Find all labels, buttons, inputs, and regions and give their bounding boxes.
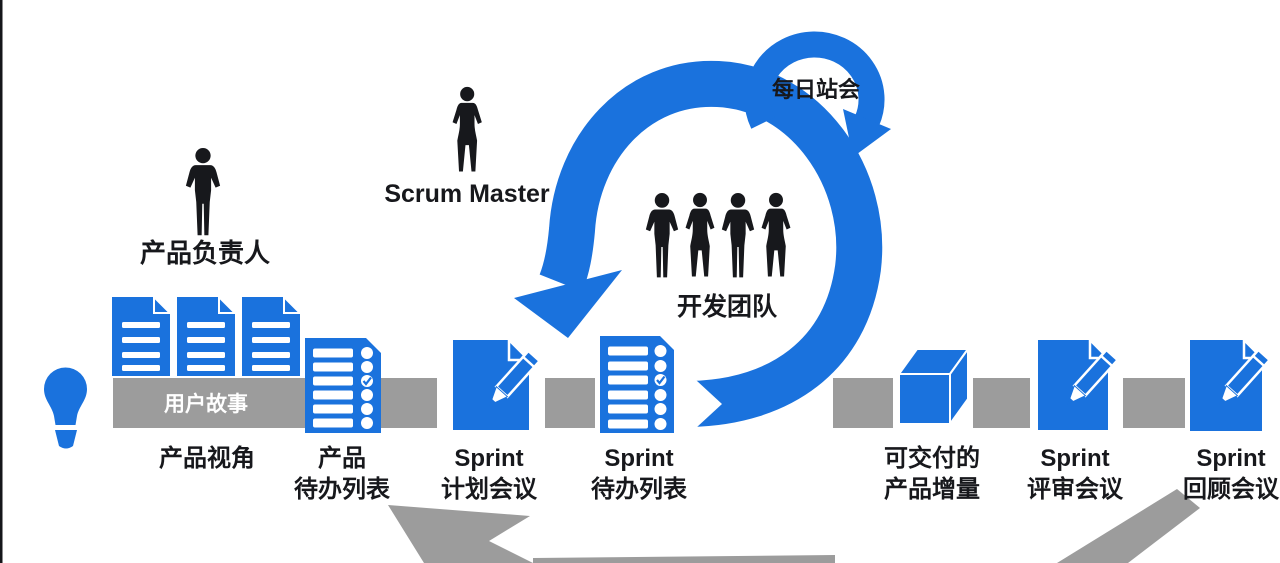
document-icon — [242, 294, 303, 376]
sprint-loop-tail-notch — [684, 369, 722, 439]
band-segment — [1123, 378, 1185, 428]
daily-loop-arrowhead — [843, 109, 891, 157]
dev-team-persons-icon — [645, 192, 791, 278]
stage-line: Sprint — [604, 445, 674, 472]
feedback-arrows — [388, 489, 1200, 563]
check-icon — [362, 376, 372, 386]
document-icon — [177, 294, 238, 376]
stage-line: 可交付的 — [884, 445, 980, 472]
document-icon — [112, 294, 173, 376]
stage-label-sprint-backlog: Sprint 待办列表 — [519, 443, 759, 505]
stage-line: 待办列表 — [591, 476, 687, 503]
stage-line: 产品视角 — [159, 445, 255, 472]
band-segment — [833, 378, 893, 428]
product-owner-person-icon — [185, 148, 221, 236]
stage-label-increment: 可交付的 产品增量 — [812, 443, 1052, 505]
gray-band-sliver — [533, 555, 835, 563]
band-segment-user-story — [113, 378, 437, 428]
process-band — [113, 378, 1185, 428]
sprint-planning-document-icon — [453, 336, 541, 430]
stage-line: Sprint — [454, 445, 524, 472]
stage-line: 计划会议 — [441, 476, 537, 503]
user-story-band-label: 用户故事 — [164, 393, 248, 416]
sprint-retro-document-icon — [1190, 336, 1271, 431]
stage-label-product-backlog: 产品 待办列表 — [222, 443, 462, 505]
page-left-border — [0, 0, 3, 563]
stage-label-sprint-retro: Sprint 回顾会议 — [1111, 443, 1280, 505]
gray-diagonal-arrow-icon — [1057, 489, 1200, 563]
sprint-review-document-icon — [1038, 336, 1119, 430]
sprint-loop-arrow-icon — [514, 60, 883, 439]
stage-label-sprint-planning: Sprint 计划会议 — [369, 443, 609, 505]
daily-standup-label: 每日站会 — [771, 77, 860, 102]
band-segment — [973, 378, 1030, 428]
stage-line: 待办列表 — [294, 476, 390, 503]
stage-line: 产品 — [318, 445, 366, 472]
sprint-loop-arrowhead — [514, 270, 622, 338]
gray-return-arrow-icon — [388, 505, 533, 563]
user-story-documents — [112, 294, 303, 376]
stage-line: 产品增量 — [884, 476, 980, 503]
dev-team-label: 开发团队 — [676, 293, 777, 321]
sprint-backlog-checklist-icon — [600, 336, 674, 433]
product-backlog-checklist-icon — [305, 338, 381, 433]
product-owner-label: 产品负责人 — [139, 238, 270, 268]
band-segment — [545, 378, 595, 428]
stage-line: Sprint — [1040, 445, 1110, 472]
scrum-master-label: Scrum Master — [384, 180, 550, 208]
stage-line: 回顾会议 — [1183, 476, 1279, 503]
stage-label-sprint-review: Sprint 评审会议 — [955, 443, 1195, 505]
scrum-master-person-icon — [452, 86, 482, 172]
stage-label-product-vision: 产品视角 — [87, 443, 327, 474]
stage-line: 评审会议 — [1027, 476, 1123, 503]
stage-line: Sprint — [1196, 445, 1266, 472]
increment-cube-icon — [898, 348, 969, 425]
check-icon — [656, 375, 666, 385]
daily-standup-loop-arrow-icon — [744, 31, 891, 157]
lightbulb-icon — [44, 367, 87, 449]
